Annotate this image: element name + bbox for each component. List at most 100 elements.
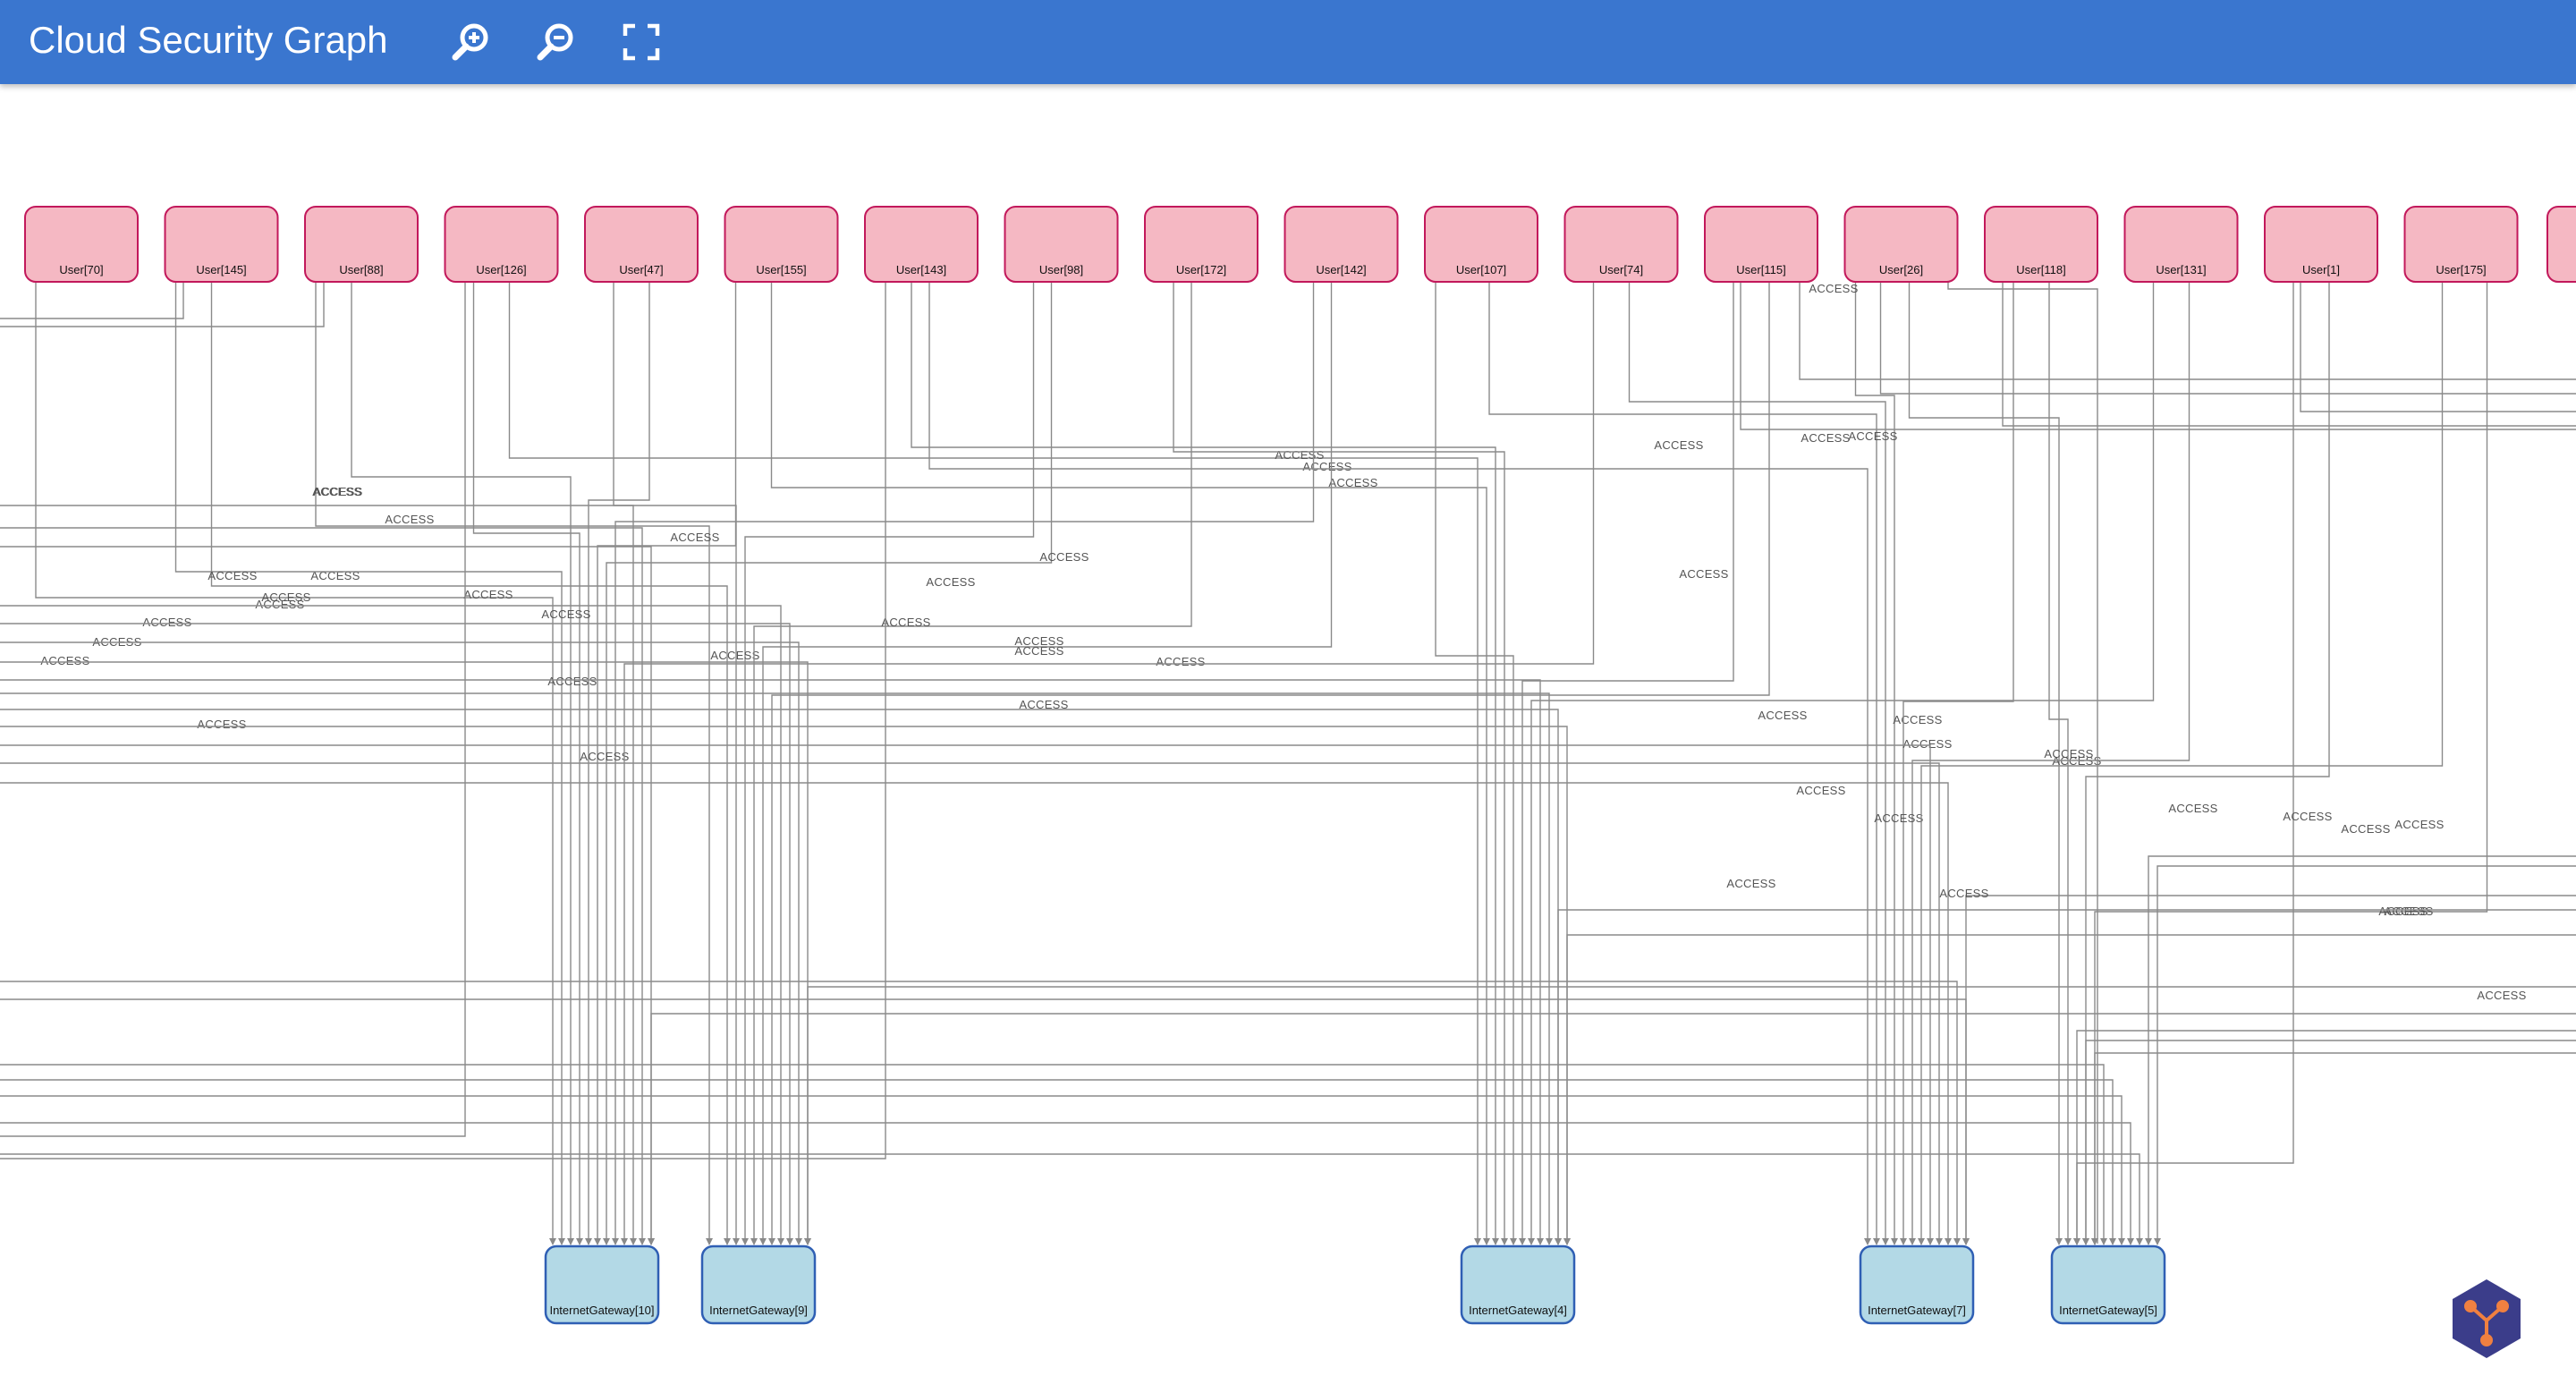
internet-gateway-node <box>544 1244 660 1325</box>
internet-gateway-node <box>1859 1244 1975 1325</box>
edge-label: ACCESS <box>2283 810 2332 823</box>
app-header: Cloud Security Graph <box>0 0 2576 84</box>
edge-label: ACCESS <box>580 750 629 763</box>
user-node-label: User[145] <box>196 263 246 276</box>
user-node <box>864 206 979 283</box>
edge-label: ACCESS <box>1654 438 1703 452</box>
access-edge <box>1519 282 1734 1245</box>
user-node-label: User[107] <box>1456 263 1506 276</box>
access-edge <box>1555 909 2576 1245</box>
access-edge <box>1563 934 2576 1245</box>
access-edge <box>351 282 574 1245</box>
user-node-label: User[126] <box>476 263 526 276</box>
edge-label: ACCESS <box>2384 905 2433 918</box>
access-edge <box>585 282 650 1245</box>
access-edge <box>0 1122 2134 1245</box>
edge-label: ACCESS <box>312 485 361 498</box>
zoom-out-button[interactable] <box>534 21 577 64</box>
user-node <box>584 206 699 283</box>
app-title: Cloud Security Graph <box>29 19 388 61</box>
user-node-label: User[143] <box>896 263 946 276</box>
edge-label: ACCESS <box>1014 644 1063 658</box>
access-edge <box>2300 282 2576 412</box>
access-edge <box>603 282 1053 1245</box>
fit-screen-icon <box>623 23 660 61</box>
access-edge <box>1879 282 2576 395</box>
access-edge <box>1962 895 2576 1245</box>
access-edge <box>911 282 1499 1245</box>
access-edge <box>35 282 556 1245</box>
fit-screen-button[interactable] <box>620 21 663 64</box>
logo-button[interactable] <box>2445 1278 2528 1360</box>
access-edge <box>594 282 737 1245</box>
access-edge <box>1528 282 2155 1245</box>
zoom-out-icon <box>537 23 573 61</box>
access-edge <box>759 282 1333 1245</box>
user-node <box>724 206 839 283</box>
access-edge <box>770 282 1490 1245</box>
access-edge <box>0 641 802 1245</box>
edge-label: ACCESS <box>710 649 759 662</box>
user-node-label: User[1] <box>2302 263 2340 276</box>
access-edge <box>2091 1052 2576 1245</box>
edge-label: ACCESS <box>310 569 360 582</box>
user-node-label: User[175] <box>2436 263 2486 276</box>
access-edge <box>750 282 1192 1245</box>
access-edge <box>1947 282 2098 1244</box>
edge-label: ACCESS <box>312 485 361 498</box>
access-edge <box>508 282 1481 1245</box>
edge-label: ACCESS <box>1679 567 1728 581</box>
access-edge <box>648 1013 2576 1245</box>
edge-label: ACCESS <box>2168 802 2217 815</box>
edge-label: ACCESS <box>1014 634 1063 648</box>
access-edge <box>0 998 1970 1245</box>
access-edge <box>1173 282 1508 1245</box>
edge-label: ACCESS <box>541 607 590 621</box>
access-edge <box>0 762 1943 1245</box>
user-node <box>164 206 279 283</box>
access-edge <box>0 692 1553 1245</box>
access-edge <box>1900 282 2014 1245</box>
edge-label: ACCESS <box>1848 429 1897 443</box>
access-edge <box>0 282 325 327</box>
edge-label: ACCESS <box>1758 709 1807 722</box>
access-edge <box>2073 1030 2576 1245</box>
edge-label: ACCESS <box>1902 737 1952 751</box>
user-node-label: User[118] <box>2016 263 2065 276</box>
zoom-in-button[interactable] <box>449 21 492 64</box>
access-edge <box>1435 282 1517 1245</box>
node-layer: User[70]User[145]User[88]User[126]User[4… <box>24 206 2576 1325</box>
access-edge <box>1488 282 1880 1245</box>
access-edge <box>0 1095 2125 1245</box>
access-edge <box>0 282 466 1137</box>
access-edge <box>315 282 713 1245</box>
edge-label: ACCESS <box>2044 747 2093 760</box>
access-edge <box>174 282 565 1245</box>
edge-label: ACCESS <box>208 569 257 582</box>
access-edge <box>2145 855 2576 1245</box>
user-node <box>2264 206 2378 283</box>
user-node <box>1144 206 1258 283</box>
user-node <box>1704 206 1818 283</box>
access-edge <box>0 1079 2116 1245</box>
access-edge <box>612 282 1315 1245</box>
access-edge <box>741 282 1035 1245</box>
user-node-label: User[142] <box>1316 263 1366 276</box>
user-node <box>1984 206 2098 283</box>
edge-label: ACCESS <box>1809 282 1858 295</box>
user-node <box>444 206 559 283</box>
access-edge <box>0 1064 2107 1245</box>
access-edge <box>0 1153 2143 1245</box>
access-edge <box>1909 282 2190 1245</box>
access-edge <box>0 981 1961 1245</box>
internet-gateway-label: InternetGateway[10] <box>549 1304 654 1317</box>
edge-label: ACCESS <box>1939 887 1988 900</box>
edge-label: ACCESS <box>881 616 930 629</box>
edge-label: ACCESS <box>2394 818 2444 831</box>
user-node-label: User[115] <box>1736 263 1785 276</box>
user-node <box>1563 206 1679 283</box>
security-graph-canvas[interactable]: ACCESSACCESSACCESSACCESSACCESSACCESSACCE… <box>0 84 2576 1376</box>
access-edge <box>768 282 1770 1245</box>
access-edge <box>0 546 655 1245</box>
edge-label: ACCESS <box>142 616 191 629</box>
